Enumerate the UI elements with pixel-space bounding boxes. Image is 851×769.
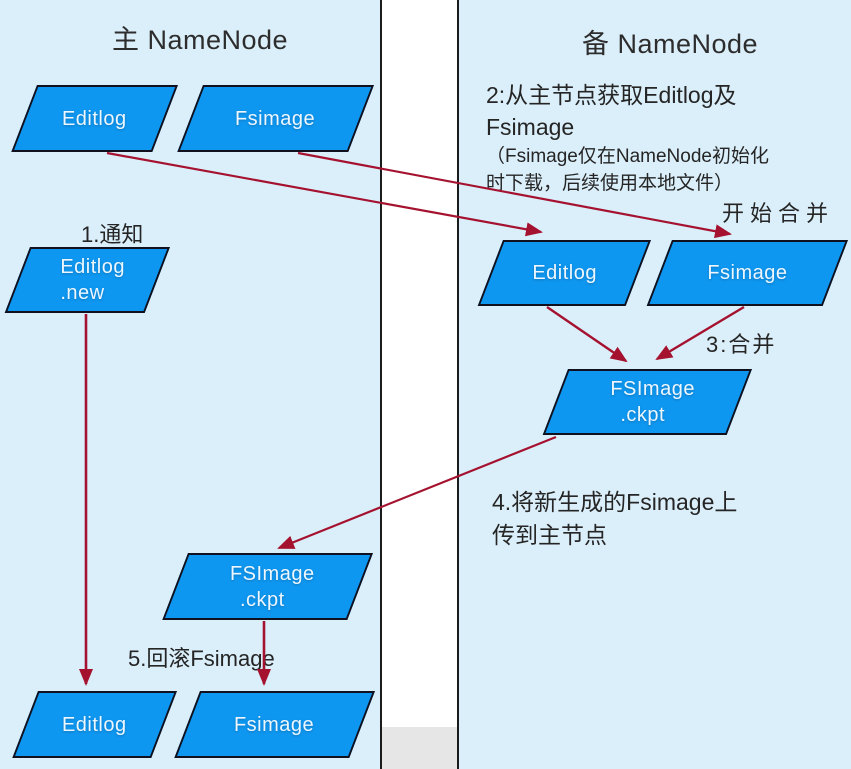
node-label: .ckpt [619, 404, 665, 426]
node-label: Fsimage [234, 713, 315, 736]
node-primary-editlog: Editlog [11, 85, 178, 152]
step2-line1: 2:从主节点获取Editlog及 [486, 82, 737, 108]
node-backup-fsimage: Fsimage [646, 240, 848, 306]
node-primary-editlog-new: Editlog .new [4, 247, 170, 313]
node-primary-fsimage-bottom: Fsimage [174, 691, 375, 758]
step1-label: 1.通知 [81, 222, 144, 247]
divider-right [457, 0, 459, 769]
node-label: .new [60, 282, 105, 304]
node-primary-editlog-bottom: Editlog [12, 691, 177, 758]
node-label: FSImage [230, 562, 315, 585]
node-label: Fsimage [707, 262, 788, 284]
step4-line1: 4.将新生成的Fsimage上 [492, 489, 738, 515]
divider-left [380, 0, 382, 769]
primary-panel-title: 主 NameNode [111, 25, 289, 55]
step4-line2: 传到主节点 [492, 522, 607, 548]
node-label: Editlog [59, 256, 125, 278]
node-backup-editlog: Editlog [477, 240, 651, 306]
step5-label: 5.回滚Fsimage [128, 646, 275, 671]
node-label: Editlog [532, 262, 597, 284]
node-primary-fsimage-ckpt: FSImage .ckpt [162, 553, 373, 620]
node-label: Fsimage [235, 107, 316, 130]
backup-panel-title: 备 NameNode [581, 29, 759, 59]
step4-label: 4.将新生成的Fsimage上 传到主节点 [492, 486, 737, 552]
merge-start-label: 开始合并 [722, 201, 835, 226]
node-label: .ckpt [240, 588, 286, 611]
step2-note1: （Fsimage仅在NameNode初始化 [486, 146, 769, 167]
node-backup-fsimage-ckpt: FSImage .ckpt [542, 369, 752, 435]
step2-label: 2:从主节点获取Editlog及 Fsimage （Fsimage仅在NameN… [486, 79, 769, 197]
step3-label: 3:合并 [706, 332, 777, 357]
node-label: FSImage [609, 378, 695, 400]
step2-line2: Fsimage [486, 114, 575, 140]
node-label: Editlog [62, 713, 127, 736]
gap-bottom-shade [382, 727, 457, 769]
node-primary-fsimage: Fsimage [177, 85, 374, 152]
step2-note2: 时下载，后续使用本地文件） [486, 173, 734, 194]
node-label: Editlog [62, 107, 127, 130]
